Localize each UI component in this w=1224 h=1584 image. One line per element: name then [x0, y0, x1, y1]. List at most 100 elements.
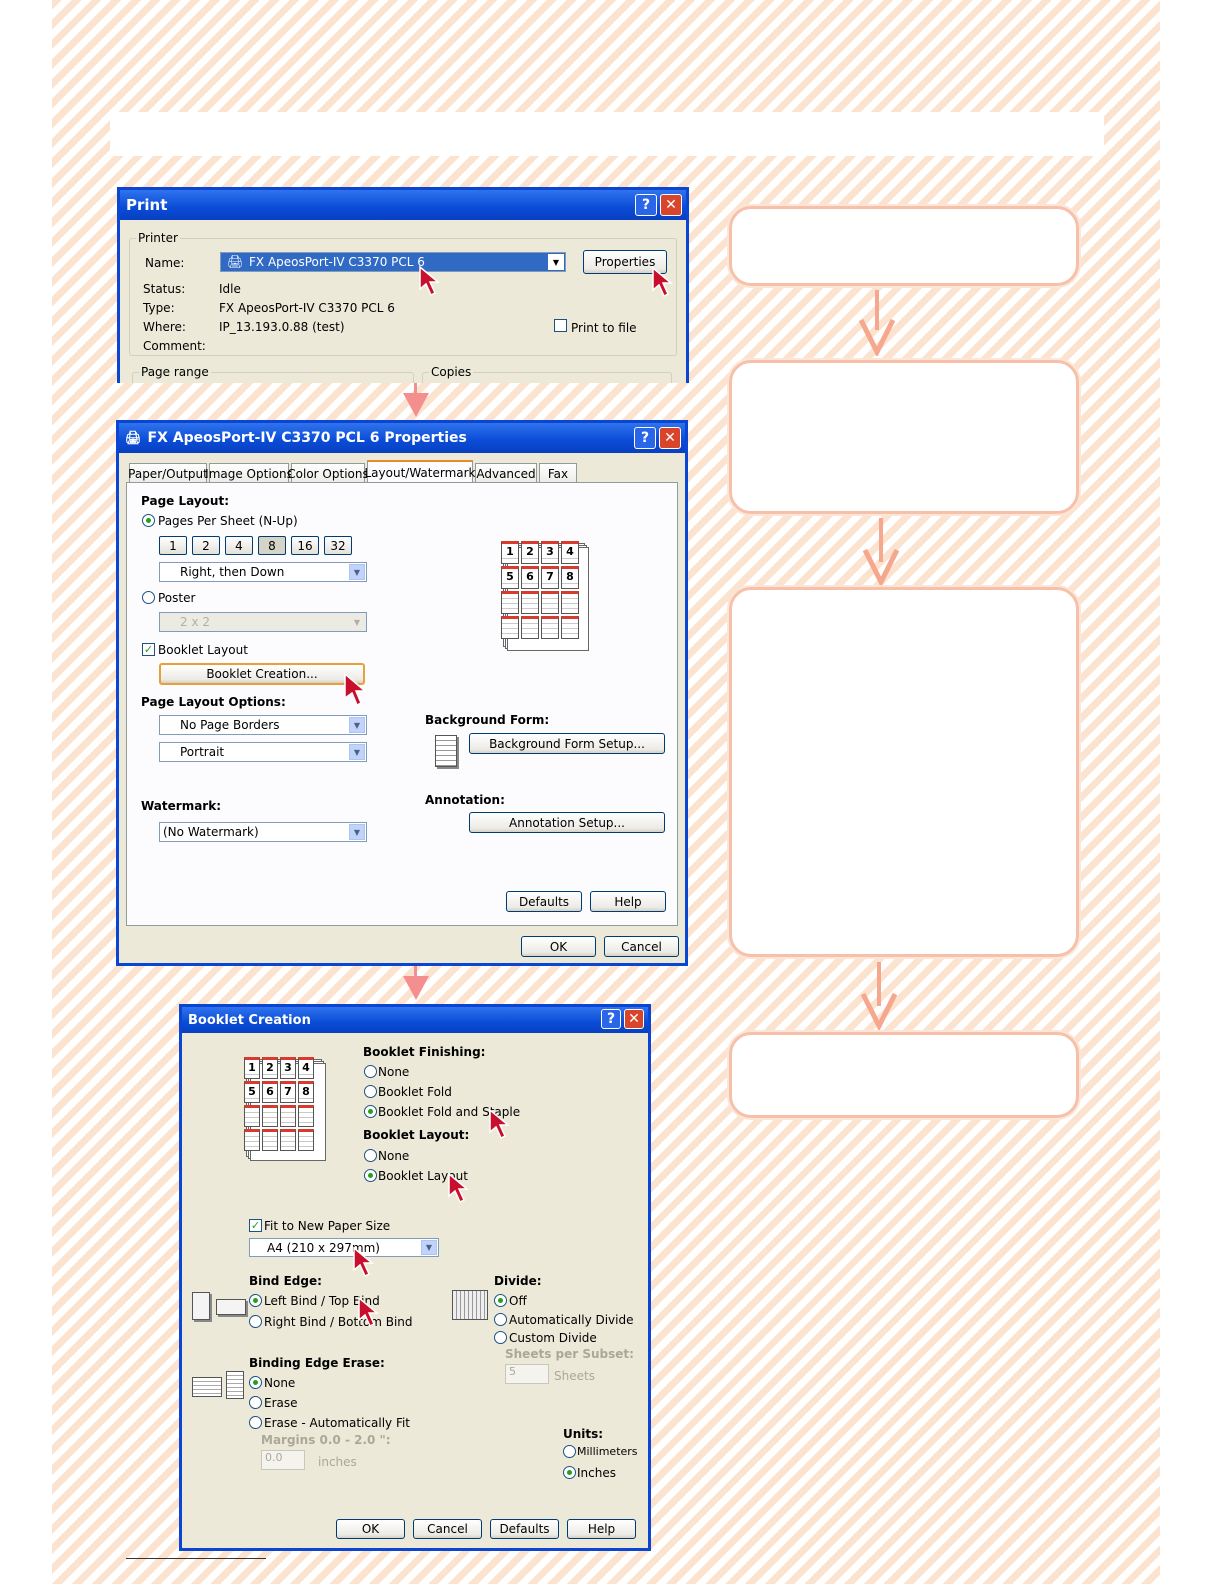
- bind-right-radio[interactable]: [249, 1315, 262, 1328]
- booklet-ok-button[interactable]: OK: [336, 1519, 405, 1539]
- watermark-select[interactable]: (No Watermark) ▼: [159, 822, 367, 842]
- page-order-value: Right, then Down: [180, 565, 285, 579]
- properties-button[interactable]: Properties: [583, 250, 667, 274]
- annotation-setup-button[interactable]: Annotation Setup...: [469, 812, 665, 833]
- book-top-bind-icon: [216, 1299, 246, 1315]
- tab-image-options[interactable]: Image Options: [205, 463, 293, 483]
- arrow-down-icon: [863, 548, 899, 586]
- tab-advanced[interactable]: Advanced: [475, 463, 537, 483]
- printer-icon: 🖨: [125, 430, 142, 446]
- close-icon[interactable]: ✕: [660, 194, 682, 216]
- page-erase-fit-icon: [226, 1371, 244, 1399]
- background-form-setup-button[interactable]: Background Form Setup...: [469, 733, 665, 754]
- layout-none-radio[interactable]: [364, 1149, 377, 1162]
- nup-1-button[interactable]: 1: [159, 536, 187, 555]
- finishing-fold-radio[interactable]: [364, 1085, 377, 1098]
- name-label: Name:: [145, 256, 185, 270]
- tab-layout-watermark[interactable]: Layout/Watermark: [364, 460, 476, 484]
- properties-dialog: 🖨 FX ApeosPort-IV C3370 PCL 6 Properties…: [116, 420, 688, 966]
- nup-16-button[interactable]: 16: [291, 536, 319, 555]
- pages-per-sheet-radio[interactable]: [142, 514, 155, 527]
- preview-page-cell: [541, 591, 559, 614]
- properties-title: FX ApeosPort-IV C3370 PCL 6 Properties: [147, 430, 467, 446]
- nup-8-button[interactable]: 8: [258, 536, 286, 555]
- printer-name-select[interactable]: 🖨 FX ApeosPort-IV C3370 PCL 6 ▼: [220, 252, 566, 272]
- printer-name-value: FX ApeosPort-IV C3370 PCL 6: [249, 255, 425, 269]
- properties-title-bar: 🖨 FX ApeosPort-IV C3370 PCL 6 Properties…: [119, 423, 685, 453]
- help-button[interactable]: Help: [590, 891, 666, 912]
- help-icon[interactable]: ?: [635, 194, 657, 216]
- divide-off-label: Off: [509, 1294, 527, 1308]
- poster-label: Poster: [158, 591, 196, 605]
- mouse-cursor-icon: [344, 672, 368, 707]
- preview-page-cell: 5: [501, 566, 519, 589]
- nup-4-button[interactable]: 4: [225, 536, 253, 555]
- layout-booklet-radio[interactable]: [364, 1169, 377, 1182]
- pages-per-sheet-label: Pages Per Sheet (N-Up): [158, 514, 298, 528]
- mouse-cursor-icon: [489, 1108, 511, 1140]
- margins-unit: inches: [318, 1455, 357, 1469]
- erase-none-radio[interactable]: [249, 1376, 262, 1389]
- tab-paper-output[interactable]: Paper/Output: [128, 463, 208, 483]
- ok-button[interactable]: OK: [521, 936, 596, 957]
- booklet-creation-button[interactable]: Booklet Creation...: [159, 663, 365, 685]
- flow-arrow-line-2: [879, 518, 883, 562]
- erase-none-label: None: [264, 1376, 296, 1390]
- preview-page-cell: [501, 591, 519, 614]
- arrow-down-icon: [403, 976, 429, 1000]
- nup-32-button[interactable]: 32: [324, 536, 352, 555]
- divide-off-radio[interactable]: [494, 1294, 507, 1307]
- divide-auto-radio[interactable]: [494, 1313, 507, 1326]
- tab-color-options[interactable]: Color Options: [287, 463, 369, 483]
- chevron-down-icon[interactable]: ▼: [349, 564, 365, 580]
- page-order-select[interactable]: Right, then Down ▼: [159, 562, 367, 582]
- finishing-fold-label: Booklet Fold: [378, 1085, 452, 1099]
- units-in-radio[interactable]: [563, 1466, 576, 1479]
- booklet-cancel-button[interactable]: Cancel: [413, 1519, 482, 1539]
- cancel-button[interactable]: Cancel: [604, 936, 679, 957]
- finishing-none-radio[interactable]: [364, 1065, 377, 1078]
- finishing-none-label: None: [378, 1065, 410, 1079]
- nup-2-button[interactable]: 2: [192, 536, 220, 555]
- help-icon[interactable]: ?: [634, 427, 656, 449]
- flow-arrow-line-1: [875, 290, 879, 330]
- tab-strip: Paper/Output Image Options Color Options…: [128, 460, 681, 484]
- divide-custom-radio[interactable]: [494, 1331, 507, 1344]
- chevron-down-icon[interactable]: ▼: [548, 254, 564, 270]
- print-to-file-checkbox[interactable]: [554, 319, 567, 332]
- bind-left-radio[interactable]: [249, 1294, 262, 1307]
- fit-to-paper-checkbox[interactable]: ✓: [249, 1219, 262, 1232]
- tab-fax[interactable]: Fax: [539, 463, 577, 483]
- poster-radio[interactable]: [142, 591, 155, 604]
- preview-page-cell: [501, 616, 519, 639]
- printer-group: Printer: [129, 231, 677, 356]
- chevron-down-icon[interactable]: ▼: [421, 1240, 437, 1255]
- booklet-layout-checkbox[interactable]: ✓: [142, 643, 155, 656]
- booklet-defaults-button[interactable]: Defaults: [490, 1519, 559, 1539]
- preview-page-cell: [541, 616, 559, 639]
- booklet-help-button[interactable]: Help: [567, 1519, 636, 1539]
- units-mm-radio[interactable]: [563, 1445, 576, 1458]
- erase-radio[interactable]: [249, 1396, 262, 1409]
- chevron-down-icon[interactable]: ▼: [349, 824, 365, 840]
- margins-input: 0.0: [261, 1450, 305, 1470]
- preview-page-cell: 6: [521, 566, 539, 589]
- orientation-select[interactable]: Portrait ▼: [159, 742, 367, 762]
- defaults-button[interactable]: Defaults: [506, 891, 582, 912]
- preview-page-number: 5: [245, 1086, 259, 1098]
- finishing-fold-staple-radio[interactable]: [364, 1105, 377, 1118]
- chevron-down-icon[interactable]: ▼: [349, 744, 365, 760]
- flow-step-1: [729, 206, 1079, 286]
- page-borders-select[interactable]: No Page Borders ▼: [159, 715, 367, 735]
- chevron-down-icon[interactable]: ▼: [349, 717, 365, 733]
- close-icon[interactable]: ✕: [624, 1009, 644, 1029]
- booklet-title: Booklet Creation: [188, 1012, 311, 1028]
- preview-page-number: 1: [245, 1062, 259, 1074]
- erase-auto-radio[interactable]: [249, 1416, 262, 1429]
- paper-size-select[interactable]: A4 (210 x 297mm) ▼: [249, 1238, 439, 1257]
- close-icon[interactable]: ✕: [659, 427, 681, 449]
- bind-edge-heading: Bind Edge:: [249, 1274, 322, 1288]
- mouse-cursor-icon: [419, 265, 441, 297]
- help-icon[interactable]: ?: [601, 1009, 621, 1029]
